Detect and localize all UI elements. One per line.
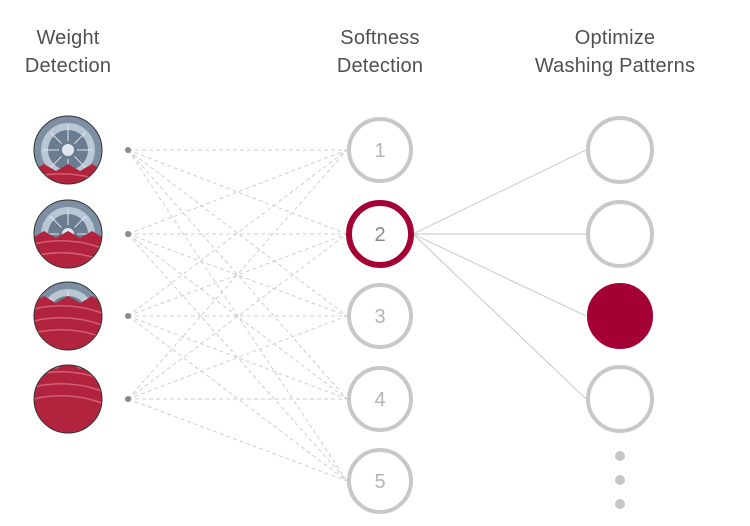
dashed-connector	[127, 233, 348, 400]
connections	[127, 149, 587, 482]
softness-node-ring	[347, 283, 413, 349]
softness-node-ring	[347, 448, 413, 514]
optimize-washing-patterns-title: Optimize Washing Patterns	[515, 24, 715, 80]
dashed-connector	[127, 398, 348, 482]
more-patterns-ellipsis-icon	[615, 451, 625, 509]
solid-connector	[412, 233, 587, 400]
dashed-connector	[127, 233, 348, 482]
pattern-node	[586, 365, 654, 433]
optimize-title-line1: Optimize	[574, 27, 656, 49]
weight-input-2	[33, 199, 131, 269]
input-connector-dot	[125, 147, 131, 153]
softness-node-1: 1	[347, 117, 413, 183]
pattern-node	[586, 200, 654, 268]
dashed-connector	[127, 149, 348, 317]
dashed-connector	[127, 233, 348, 317]
weight-input-1	[33, 115, 131, 185]
dashed-connector	[127, 149, 348, 482]
softness-node-label: 1	[374, 140, 385, 162]
weight-title-line2: Detection	[24, 55, 112, 77]
drum-icon	[34, 365, 102, 433]
softness-detection-title: Softness Detection	[300, 24, 460, 80]
drum-icon	[34, 282, 102, 350]
dashed-connector	[127, 149, 348, 317]
input-connector-dot	[125, 231, 131, 237]
softness-node-label: 2	[374, 224, 385, 246]
dashed-connector	[127, 149, 348, 400]
softness-node-label: 4	[374, 389, 385, 411]
dashed-connector	[127, 233, 348, 317]
drum-icon	[34, 200, 102, 268]
weight-title-line1: Weight	[36, 27, 100, 49]
input-connector-dot	[125, 396, 131, 402]
pattern-node-selected	[587, 283, 653, 349]
dashed-connector	[127, 149, 348, 400]
softness-node-label: 5	[374, 471, 385, 493]
softness-node-label: 3	[374, 306, 385, 328]
softness-node-5: 5	[347, 448, 413, 514]
softness-node-4: 4	[347, 366, 413, 432]
softness-node-ring	[347, 366, 413, 432]
dashed-connector	[127, 315, 348, 482]
weight-input-3	[33, 281, 131, 351]
softness-title-line1: Softness	[340, 27, 420, 49]
softness-node-3: 3	[347, 283, 413, 349]
input-connector-dot	[125, 313, 131, 319]
dashed-connector	[127, 233, 348, 400]
solid-connector	[412, 233, 587, 317]
optimize-title-line2: Washing Patterns	[534, 55, 696, 77]
pattern-node	[586, 116, 654, 184]
softness-node-ring	[347, 117, 413, 183]
solid-connector	[412, 149, 587, 235]
weight-detection-title: Weight Detection	[0, 24, 136, 80]
weight-input-4	[33, 364, 131, 434]
softness-title-line2: Detection	[336, 55, 424, 77]
softness-node-2: 2	[346, 200, 414, 268]
softness-node-ring-active	[346, 200, 414, 268]
